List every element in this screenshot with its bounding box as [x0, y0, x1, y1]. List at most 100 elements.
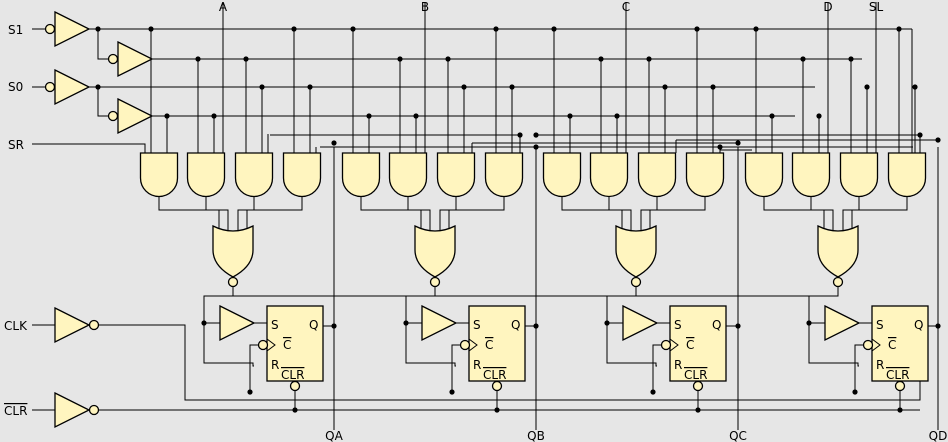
ff-pin-r: R [876, 358, 884, 372]
junction-dot [917, 132, 923, 138]
junction-dot [646, 56, 652, 62]
junction-dot [806, 320, 812, 326]
junction-dot [533, 132, 539, 138]
junction-dot [735, 140, 741, 146]
and-gate [388, 152, 428, 198]
inversion-bubble [88, 404, 100, 416]
junction-dot [614, 113, 620, 119]
inversion-bubble [692, 380, 704, 392]
wire [32, 143, 146, 153]
junction-dot [494, 407, 500, 413]
inversion-bubble [894, 380, 906, 392]
wire [649, 195, 706, 230]
wire [808, 287, 839, 324]
ff-pin-q: Q [309, 318, 318, 332]
label-s0: S0 [8, 80, 23, 94]
junction-dot [493, 26, 499, 32]
and-gate [484, 152, 524, 198]
junction-dot [567, 113, 573, 119]
inversion-bubble [459, 339, 471, 351]
label-input-b: B [421, 0, 429, 14]
junction-dot [291, 26, 297, 32]
junction-dot [710, 84, 716, 90]
inversion-bubble [107, 110, 119, 122]
buffer-s1 [54, 10, 91, 48]
junction-dot [449, 389, 455, 395]
junction-dots [95, 26, 941, 413]
junction-dot [816, 113, 822, 119]
ff-pin-s: S [674, 318, 682, 332]
label-input-c: C [622, 0, 630, 14]
wire [407, 195, 431, 230]
wire [205, 195, 229, 230]
flip-flop [266, 305, 324, 382]
wire [405, 323, 456, 367]
wire [204, 287, 839, 297]
junction-dot [551, 26, 557, 32]
inversion-bubble [429, 276, 441, 288]
wire [360, 195, 422, 230]
junction-dot [95, 26, 101, 32]
label-qd: QD [929, 429, 948, 442]
label-clk: CLK [4, 319, 28, 333]
inversion-bubble [832, 276, 844, 288]
inversion-bubble [88, 319, 100, 331]
junction-dot [848, 56, 854, 62]
wire [158, 195, 220, 230]
junction-dot [195, 56, 201, 62]
or-gate [414, 224, 456, 278]
ff-pin-clr: CLR [886, 368, 909, 382]
wire [763, 195, 825, 230]
and-gate [744, 152, 784, 198]
label-qc: QC [729, 429, 747, 442]
junction-dot [604, 320, 610, 326]
clock-triangle [871, 338, 881, 352]
wire [842, 195, 860, 230]
and-gate [186, 152, 226, 198]
junction-dot [509, 84, 515, 90]
junction-dot [598, 56, 604, 62]
sbuffer [622, 304, 659, 342]
and-gate [637, 152, 677, 198]
and-gate [436, 152, 476, 198]
inverter-s0 [117, 97, 154, 135]
ff-pin-clr: CLR [684, 368, 707, 382]
junction-dot [397, 56, 403, 62]
and-gate [542, 152, 582, 198]
junction-dot [533, 323, 539, 329]
junction-dot [247, 389, 253, 395]
wire [249, 344, 263, 392]
and-gate [685, 152, 725, 198]
label-sr: SR [8, 138, 24, 152]
junction-dot [95, 84, 101, 90]
buffer-s0 [54, 68, 91, 106]
sbuffer [421, 304, 458, 342]
wire [606, 323, 657, 367]
ff-pin-clr: CLR [281, 368, 304, 382]
junction-dot [243, 56, 249, 62]
junction-dot [331, 140, 337, 146]
junction-dot [694, 26, 700, 32]
wire [451, 344, 465, 392]
wire [854, 344, 868, 392]
ff-pin-c: C [686, 338, 694, 352]
junction-dot [201, 320, 207, 326]
clock-triangle [669, 338, 679, 352]
junction-dot [735, 323, 741, 329]
junction-dot [413, 113, 419, 119]
and-gate [234, 152, 274, 198]
and-gate [839, 152, 879, 198]
wire [808, 323, 859, 367]
junction-dot [164, 113, 170, 119]
inversion-bubble [227, 276, 239, 288]
ff-pin-s: S [271, 318, 279, 332]
junction-dot [695, 407, 701, 413]
junction-dot [211, 113, 217, 119]
junction-dot [445, 56, 451, 62]
inversion-bubble [44, 23, 56, 35]
sbuffer [219, 304, 256, 342]
wire [608, 195, 632, 230]
wire [237, 195, 255, 230]
wire [439, 195, 457, 230]
